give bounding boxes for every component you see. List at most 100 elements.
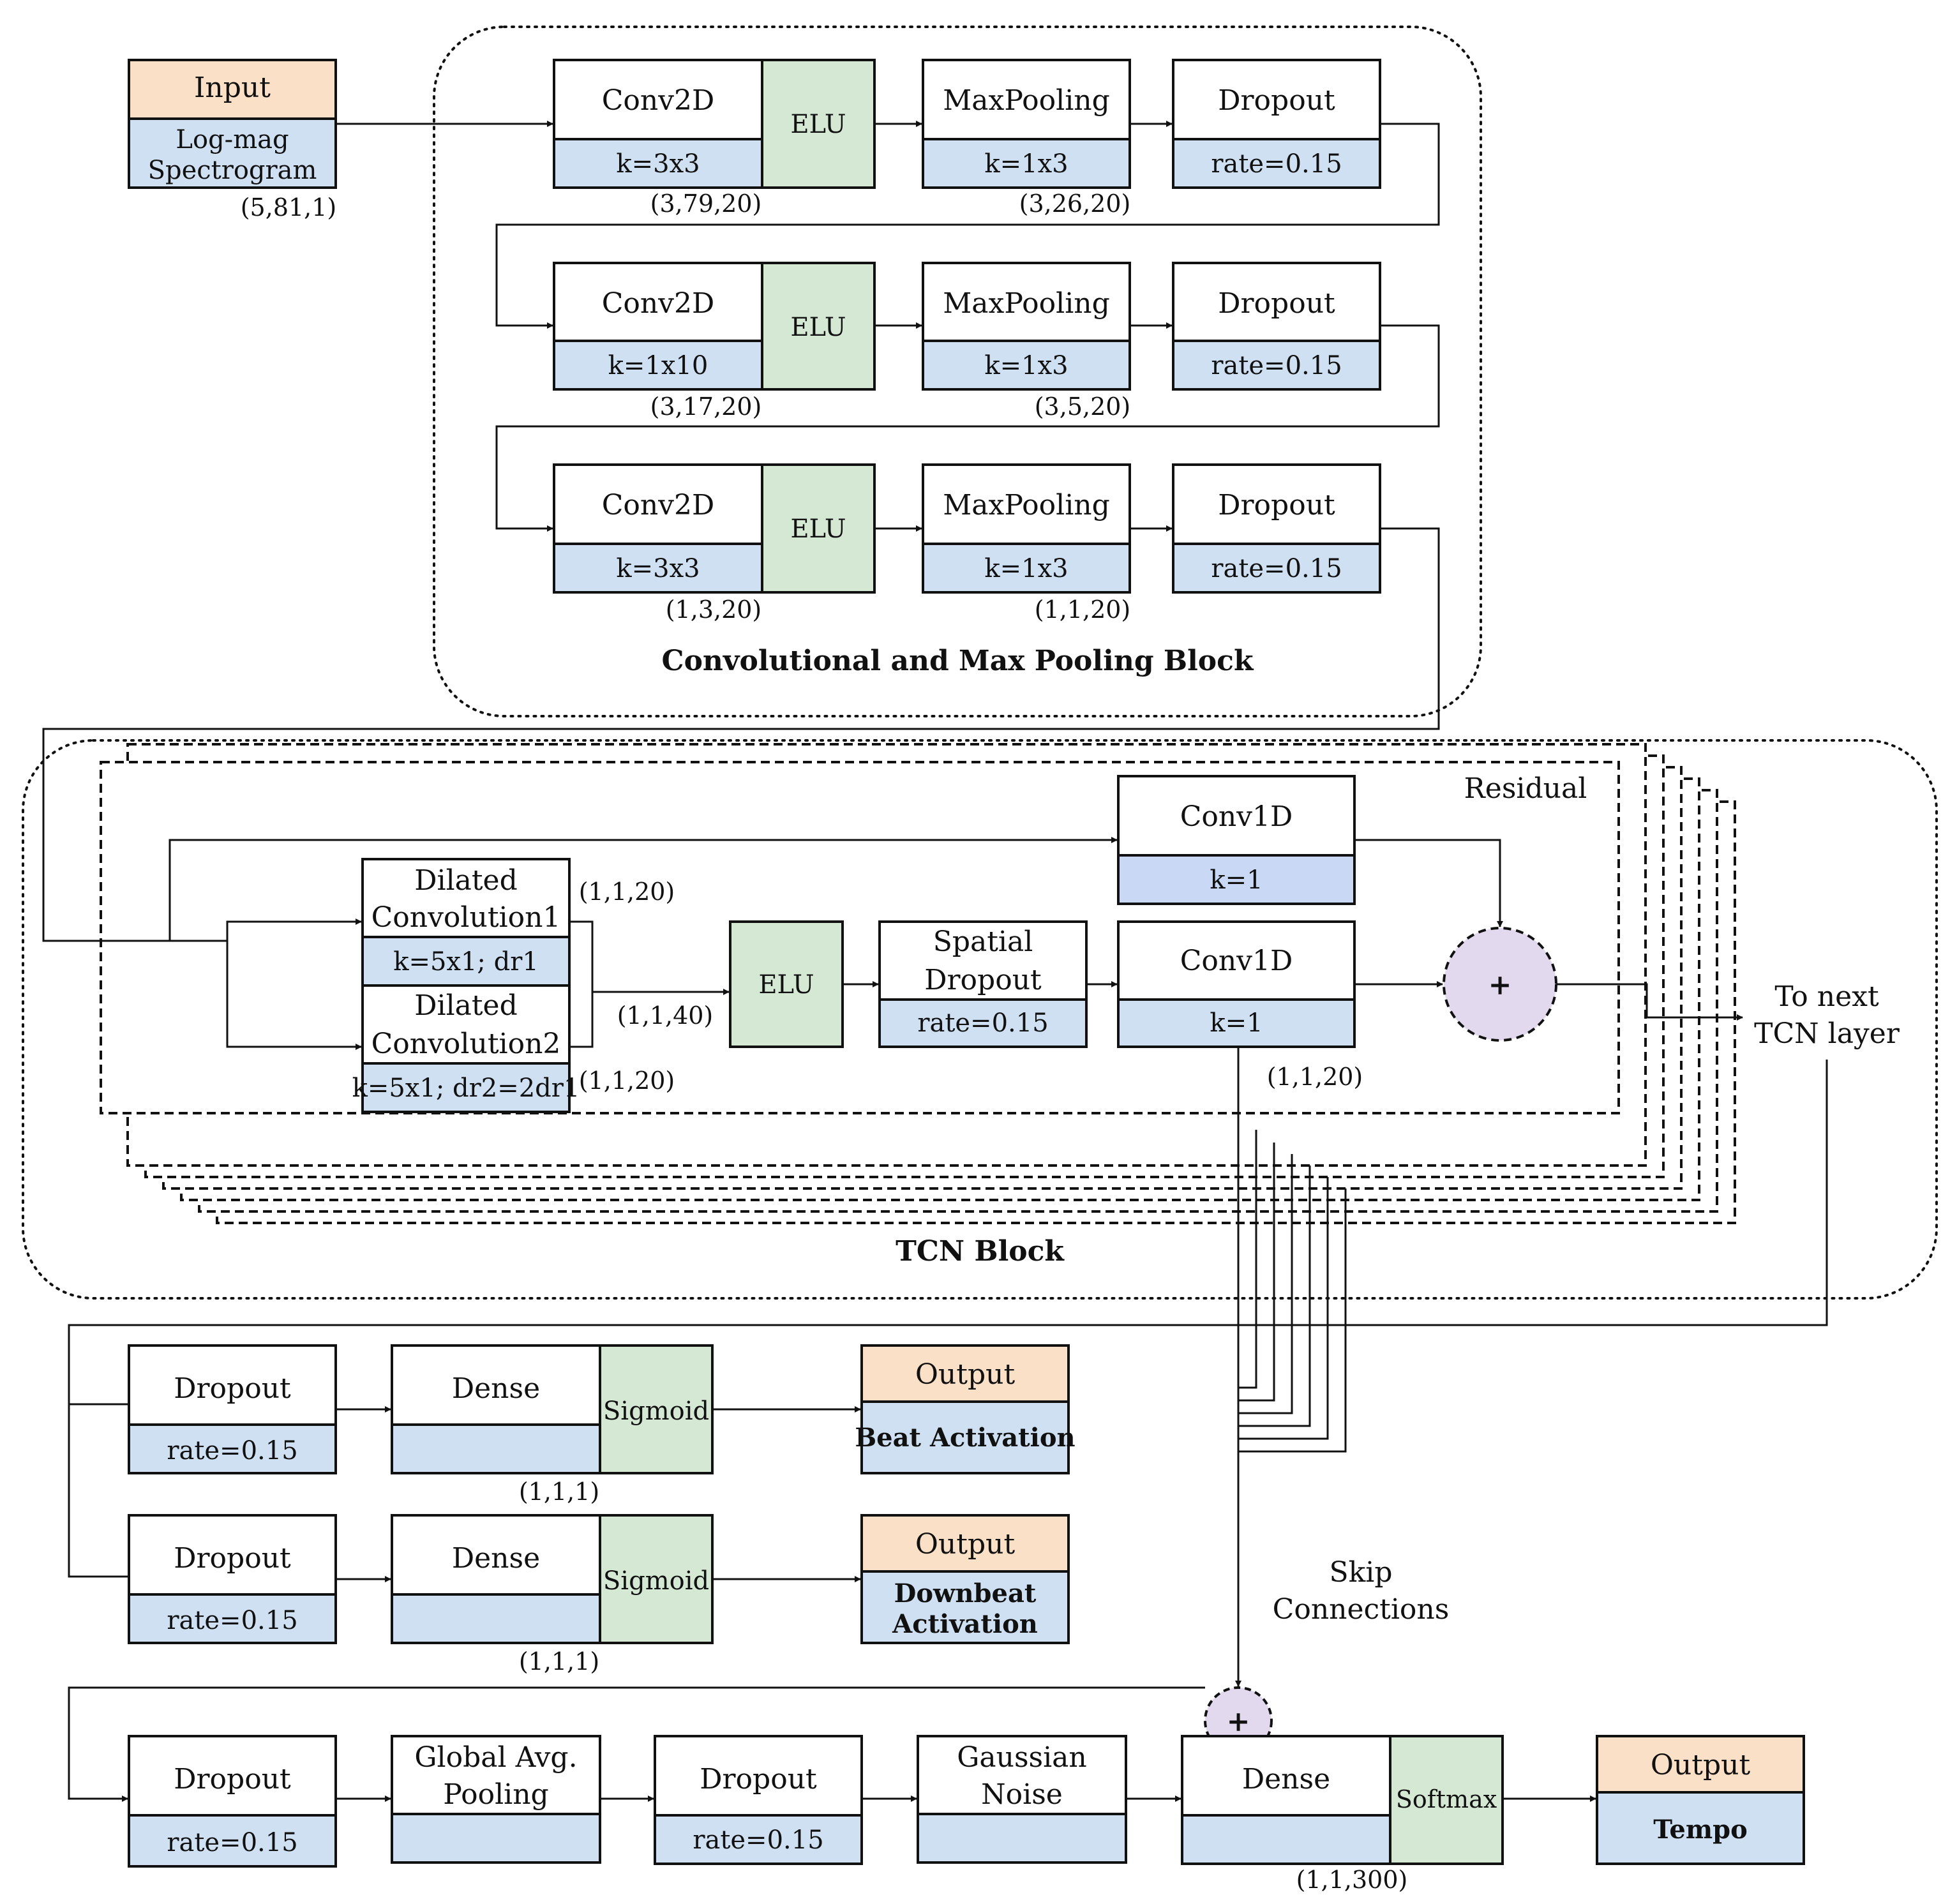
conv2d-label: Conv2D (602, 287, 715, 320)
beat-dropout-label: Dropout (174, 1372, 291, 1405)
downbeat-dropout-rate: rate=0.15 (167, 1606, 297, 1635)
input-shape: (5,81,1) (241, 193, 337, 221)
softmax-label: Softmax (1396, 1785, 1497, 1813)
elu-label: ELU (790, 313, 846, 342)
tempo-output-body: Tempo (1653, 1815, 1748, 1845)
maxpool-label: MaxPooling (943, 84, 1110, 117)
tempo-output-title: Output (1651, 1749, 1751, 1781)
maxpool-kernel: k=1x3 (984, 554, 1068, 583)
conv1d-label: Conv1D (1180, 945, 1293, 977)
tempo-head (68, 1686, 1805, 1868)
pool-shape: (3,26,20) (1019, 190, 1131, 218)
dropout-label: Dropout (1218, 489, 1335, 521)
input-block (128, 59, 337, 189)
skip-label-line1: Skip (1329, 1556, 1392, 1589)
pool-shape: (3,5,20) (1035, 393, 1131, 421)
conv-shape: (3,79,20) (650, 190, 762, 218)
downbeat-shape: (1,1,1) (519, 1647, 599, 1675)
residual-label: Residual (1464, 772, 1587, 805)
concat-shape: (1,1,40) (617, 1001, 714, 1030)
tempo-dropout1-rate: rate=0.15 (167, 1828, 297, 1857)
beat-shape: (1,1,1) (519, 1478, 599, 1506)
downbeat-dense-label: Dense (452, 1542, 540, 1575)
pool-shape: (1,1,20) (1035, 596, 1131, 624)
dropout-rate: rate=0.15 (1211, 149, 1342, 179)
tcn-block-title: TCN Block (896, 1235, 1065, 1268)
tcn-internals (361, 775, 1557, 1113)
spatial-dropout-rate: rate=0.15 (917, 1008, 1048, 1038)
elu-label: ELU (790, 110, 846, 139)
dropout-rate: rate=0.15 (1211, 554, 1342, 583)
tempo-dropout2-rate: rate=0.15 (693, 1825, 823, 1855)
conv-row-1 (553, 59, 1381, 189)
conv1d-shape: (1,1,20) (1267, 1063, 1363, 1091)
input-title: Input (194, 71, 271, 104)
conv-block-title: Convolutional and Max Pooling Block (662, 645, 1254, 677)
conv2d-kernel: k=3x3 (616, 554, 700, 583)
dilated-conv2-shape: (1,1,20) (579, 1067, 675, 1095)
gap-line2: Pooling (443, 1778, 548, 1811)
maxpool-kernel: k=1x3 (984, 351, 1068, 380)
dilated-conv2-line1: Dilated (414, 989, 518, 1022)
input-body-line2: Spectrogram (148, 156, 317, 185)
conv1d-kernel: k=1 (1210, 1008, 1263, 1038)
conv2d-kernel: k=1x10 (608, 351, 709, 380)
dilated-conv1-shape: (1,1,20) (579, 878, 675, 906)
beat-dense-label: Dense (452, 1372, 540, 1405)
downbeat-sigmoid-label: Sigmoid (603, 1566, 709, 1596)
beat-head (128, 1344, 1070, 1474)
skip-label-line2: Connections (1273, 1593, 1450, 1626)
dilated-conv2-kernel: k=5x1; dr2=2dr1 (352, 1074, 580, 1103)
beat-output-body: Beat Activation (855, 1423, 1075, 1453)
conv-connectors (42, 121, 1440, 942)
beat-dropout-rate: rate=0.15 (167, 1436, 297, 1465)
conv2d-kernel: k=3x3 (616, 149, 700, 179)
elu-label: ELU (790, 514, 846, 544)
tcn-layer-stack (100, 743, 1736, 1224)
residual-plus-icon: + (1488, 969, 1512, 1001)
skip-plus-icon: + (1227, 1705, 1250, 1738)
conv1d-res-label: Conv1D (1180, 800, 1293, 833)
noise-line1: Gaussian (957, 1741, 1087, 1774)
next-layer-line1: To next (1774, 980, 1879, 1013)
conv2d-label: Conv2D (602, 489, 715, 521)
tcn-block-outline (22, 739, 1938, 1300)
downbeat-output-title: Output (915, 1528, 1016, 1561)
gap-line1: Global Avg. (414, 1741, 577, 1774)
input-body-line1: Log-mag (176, 125, 289, 154)
noise-line2: Noise (981, 1778, 1063, 1811)
spatial-dropout-line2: Dropout (924, 964, 1042, 996)
dilated-conv2-line2: Convolution2 (371, 1028, 561, 1060)
downbeat-output-body-line2: Activation (892, 1609, 1038, 1639)
tcn-connectors (68, 837, 1828, 1687)
downbeat-output-body-line1: Downbeat (894, 1578, 1037, 1608)
tempo-dropout2-label: Dropout (700, 1763, 817, 1795)
downbeat-dropout-label: Dropout (174, 1542, 291, 1575)
conv-row-3 (553, 463, 1381, 594)
beat-output-title: Output (915, 1358, 1016, 1391)
next-layer-line2: TCN layer (1754, 1017, 1900, 1050)
conv1d-res-kernel: k=1 (1210, 866, 1263, 895)
tcn-elu-label: ELU (758, 970, 814, 1000)
dilated-conv1-line1: Dilated (414, 864, 518, 897)
beat-sigmoid-label: Sigmoid (603, 1397, 709, 1426)
dilated-conv1-line2: Convolution1 (371, 901, 561, 934)
tempo-dense-label: Dense (1242, 1763, 1330, 1795)
downbeat-head (128, 1514, 1070, 1644)
dropout-label: Dropout (1218, 287, 1335, 320)
maxpool-label: MaxPooling (943, 287, 1110, 320)
dropout-rate: rate=0.15 (1211, 351, 1342, 380)
spatial-dropout-line1: Spatial (933, 926, 1033, 958)
conv2d-label: Conv2D (602, 84, 715, 117)
conv-shape: (3,17,20) (650, 393, 762, 421)
maxpool-kernel: k=1x3 (984, 149, 1068, 179)
dilated-conv1-kernel: k=5x1; dr1 (393, 947, 539, 977)
maxpool-label: MaxPooling (943, 489, 1110, 521)
conv-row-2 (553, 262, 1381, 391)
tempo-dropout1-label: Dropout (174, 1763, 291, 1795)
dropout-label: Dropout (1218, 84, 1335, 117)
conv-shape: (1,3,20) (666, 596, 762, 624)
conv-block-outline (433, 26, 1482, 717)
tempo-shape: (1,1,300) (1296, 1866, 1408, 1894)
